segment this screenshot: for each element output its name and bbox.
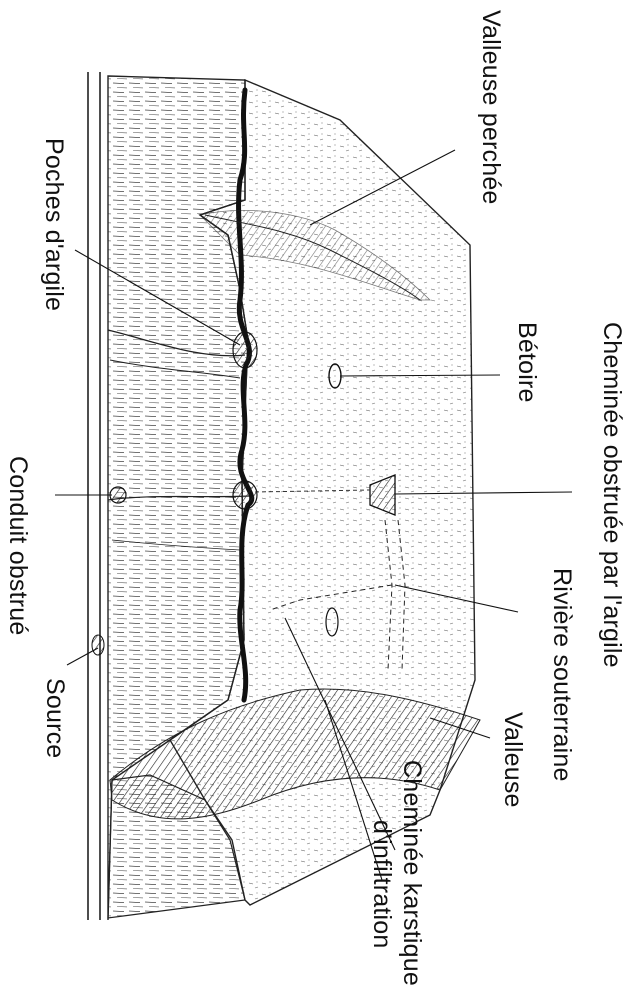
block-base-line (88, 72, 108, 920)
label-poches-argile: Poches d'argile (41, 138, 66, 311)
label-riviere-souterraine: Rivière souterraine (549, 568, 574, 782)
label-infiltration: d'infiltration (369, 820, 394, 948)
label-betoire: Bétoire (514, 322, 539, 403)
label-cheminee-obstruee: Cheminée obstruée par l'argile (599, 322, 624, 668)
label-conduit-obstrue: Conduit obstrué (5, 456, 30, 636)
label-cheminee-karstique: Cheminée karstique (399, 760, 424, 986)
label-valleuse: Valleuse (500, 712, 525, 808)
label-valleuse-perchee: Valleuse perchée (478, 10, 503, 205)
label-source: Source (42, 678, 67, 758)
